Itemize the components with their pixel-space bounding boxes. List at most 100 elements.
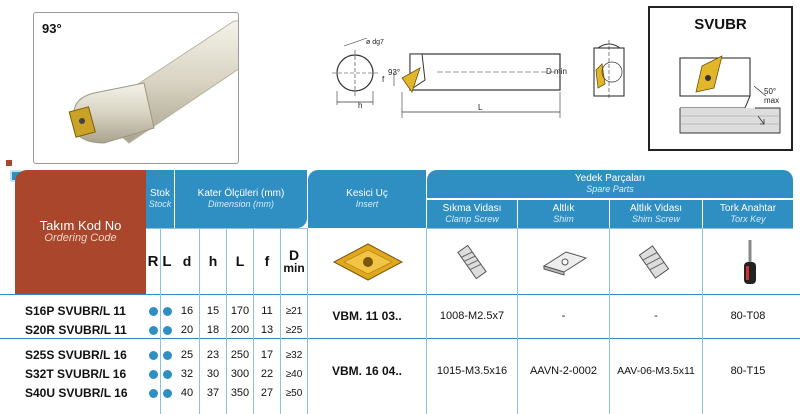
stock-dot-r bbox=[146, 346, 160, 364]
col-r-header: R bbox=[147, 252, 159, 270]
insert-shape bbox=[401, 67, 421, 93]
shim-image bbox=[542, 251, 588, 276]
stock-header: Stok Stock bbox=[146, 170, 174, 228]
col-bigl-header: L bbox=[235, 253, 245, 269]
dimensions-en: Dimension (mm) bbox=[207, 198, 274, 209]
clamp-screw-image bbox=[457, 244, 487, 280]
clamp-screw-header: Sıkma Vidası Clamp Screw bbox=[427, 200, 517, 228]
ordering-code-en: Ordering Code bbox=[44, 232, 117, 245]
stock-dot-l bbox=[160, 346, 174, 364]
shim-screw-image bbox=[638, 245, 670, 279]
col-l-header: L bbox=[162, 252, 172, 270]
stock-dot-icon bbox=[162, 369, 172, 379]
shim-group1: - bbox=[561, 310, 566, 322]
angle93-label: 93° bbox=[388, 68, 400, 77]
ordering-code-cell: S16P SVUBR/L 11 bbox=[25, 304, 126, 318]
stock-dot-l bbox=[160, 365, 174, 383]
stock-dot-r bbox=[146, 365, 160, 383]
svubr-detail-drawing: 50° max bbox=[679, 55, 781, 134]
clamp-en: Clamp Screw bbox=[445, 213, 499, 224]
dim-l-cell: 250 bbox=[230, 349, 250, 361]
shim-header: Altlık Shim bbox=[518, 200, 609, 228]
ordering-code-tr: Takım Kod No bbox=[39, 218, 122, 234]
torx-key-header: Tork Anahtar Torx Key bbox=[703, 200, 793, 228]
dim-d-cell: 20 bbox=[180, 324, 194, 336]
shim-tr: Altlık bbox=[552, 203, 575, 215]
clamp-group1: 1008-M2.5x7 bbox=[439, 310, 505, 322]
svubr-title: SVUBR bbox=[694, 16, 747, 33]
ordering-code-cell: S25S SVUBR/L 16 bbox=[25, 348, 127, 362]
insert-en: Insert bbox=[355, 198, 379, 209]
col-dmin-header: D min bbox=[281, 228, 307, 294]
torx-tr: Tork Anahtar bbox=[719, 203, 777, 215]
stock-dot-r bbox=[146, 302, 160, 320]
insert-tr: Kesici Uç bbox=[346, 188, 388, 200]
stock-dot-icon bbox=[148, 350, 158, 360]
f-label: f bbox=[382, 75, 385, 84]
spec-table: Takım Kod No Ordering Code Stok Stock Ka… bbox=[0, 160, 800, 414]
dim-h-cell: 15 bbox=[206, 305, 220, 317]
stock-dot-icon bbox=[162, 325, 172, 335]
stock-dot-icon bbox=[162, 388, 172, 398]
spare-en: Spare Parts bbox=[586, 183, 634, 194]
dim-f-cell: 27 bbox=[260, 387, 274, 399]
dim-dmin-cell: ≥50 bbox=[285, 387, 303, 399]
stock-dot-l bbox=[160, 384, 174, 402]
torx-key-image bbox=[744, 240, 756, 284]
dimensions-header: Kater Ölçüleri (mm) Dimension (mm) bbox=[175, 170, 307, 228]
dim-f-cell: 11 bbox=[261, 305, 273, 317]
dim-dmin-cell: ≥32 bbox=[285, 349, 303, 361]
insert-image bbox=[332, 243, 404, 281]
dim-h-cell: 37 bbox=[206, 387, 220, 399]
col-dmin-bot: min bbox=[283, 261, 305, 275]
dim-l-cell: 300 bbox=[230, 368, 250, 380]
product-photo: 93° bbox=[33, 12, 239, 164]
dim-l-cell: 170 bbox=[230, 305, 250, 317]
stock-dot-l bbox=[160, 321, 174, 339]
l-label: L bbox=[478, 103, 483, 112]
insert-header: Kesici Uç Insert bbox=[308, 170, 426, 228]
svubr-max-label: max bbox=[764, 96, 779, 105]
torx-en: Torx Key bbox=[730, 213, 766, 224]
dim-l-cell: 350 bbox=[230, 387, 250, 399]
shim-screw-group1: - bbox=[654, 310, 658, 322]
stock-dot-icon bbox=[148, 388, 158, 398]
shim-en: Shim bbox=[553, 213, 574, 224]
shim-screw-tr: Altlık Vidası bbox=[629, 203, 683, 215]
dim-d-cell: 40 bbox=[180, 387, 194, 399]
stock-dot-icon bbox=[162, 306, 172, 316]
shim-group2: AAVN-2-0002 bbox=[529, 365, 598, 377]
technical-drawing: h ø dg7 f 93° L D min bbox=[332, 37, 625, 118]
dim-dmin-cell: ≥25 bbox=[285, 324, 303, 336]
dim-f-cell: 22 bbox=[260, 368, 274, 380]
ordering-code-cell: S20R SVUBR/L 11 bbox=[25, 323, 127, 337]
phi-label: ø dg7 bbox=[366, 39, 384, 46]
photo-angle-label: 93° bbox=[42, 21, 62, 36]
stock-dot-r bbox=[146, 384, 160, 402]
insert-group2: VBM. 16 04.. bbox=[331, 364, 403, 378]
torx-group2: 80-T15 bbox=[730, 365, 766, 377]
spare-tr: Yedek Parçaları bbox=[574, 173, 646, 185]
stock-dot-icon bbox=[148, 306, 158, 316]
svubr-detail-box: SVUBR 50° max bbox=[648, 6, 793, 151]
shim-screw-en: Shim Screw bbox=[631, 213, 680, 224]
dim-d-cell: 16 bbox=[180, 305, 194, 317]
stock-dot-icon bbox=[148, 369, 158, 379]
col-d-header: d bbox=[182, 253, 192, 269]
svubr-insert bbox=[695, 55, 723, 93]
ordering-code-cell: S32T SVUBR/L 16 bbox=[25, 367, 127, 381]
ordering-code-header: Takım Kod No Ordering Code bbox=[15, 170, 146, 294]
dim-dmin-cell: ≥21 bbox=[285, 305, 303, 317]
dmin-label: D min bbox=[546, 67, 567, 76]
stock-dot-l bbox=[160, 302, 174, 320]
dim-f-cell: 17 bbox=[260, 349, 274, 361]
clamp-group2: 1015-M3.5x16 bbox=[436, 365, 508, 377]
col-dmin-top: D bbox=[288, 247, 300, 263]
stock-en: Stock bbox=[148, 198, 172, 209]
dim-f-cell: 13 bbox=[260, 324, 274, 336]
dim-dmin-cell: ≥40 bbox=[285, 368, 303, 380]
dim-h-cell: 30 bbox=[206, 368, 220, 380]
shim-screw-group2: AAV-06-M3.5x11 bbox=[617, 365, 695, 377]
dim-d-cell: 32 bbox=[180, 368, 194, 380]
clamp-tr: Sıkma Vidası bbox=[442, 203, 502, 215]
